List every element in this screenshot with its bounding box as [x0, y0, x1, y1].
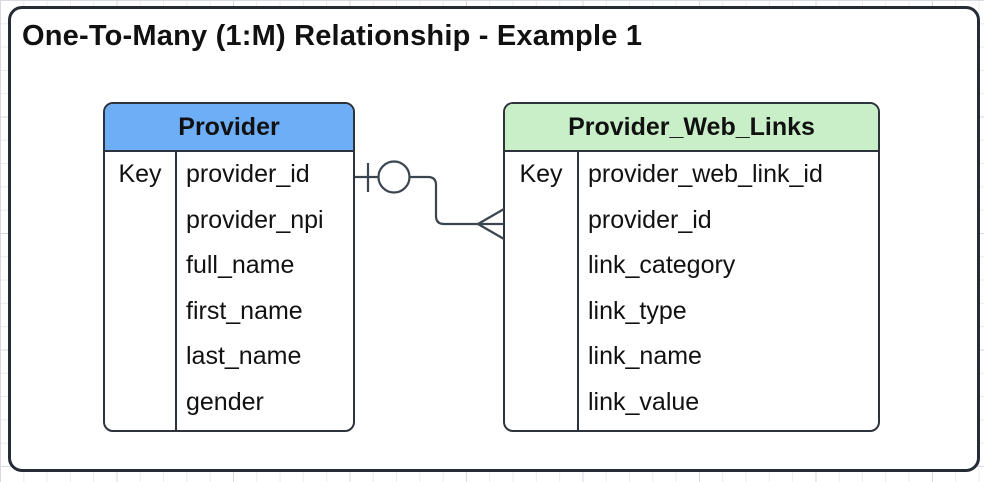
- field-row: link_type: [588, 296, 687, 325]
- crow-foot-many-symbol: [477, 208, 505, 240]
- field-row: full_name: [186, 251, 295, 280]
- provider-fields-column: provider_id provider_npi full_name first_na…: [177, 152, 353, 430]
- weblinks-table-body: Key provider_web_link_id provider_id link_…: [505, 152, 878, 430]
- field-row: provider_npi: [186, 205, 324, 234]
- field-row: provider_id: [588, 205, 712, 234]
- weblinks-fields-column: provider_web_link_id provider_id link_cate…: [579, 152, 878, 430]
- provider-table-header: Provider: [105, 104, 353, 152]
- weblinks-key-column: Key: [505, 152, 579, 430]
- ring-cardinality-symbol: [377, 160, 411, 194]
- field-row: link_category: [588, 251, 736, 280]
- field-row: provider_id: [186, 160, 310, 189]
- field-row: link_value: [588, 387, 700, 416]
- field-row: gender: [186, 387, 264, 416]
- field-row: link_name: [588, 342, 702, 371]
- relationship-connector: [355, 160, 505, 240]
- provider-key-column: Key: [105, 152, 177, 430]
- weblinks-key-label: Key: [519, 160, 563, 189]
- entity-table-provider-web-links: Provider_Web_Links Key provider_web_link…: [503, 102, 880, 432]
- provider-key-label: Key: [118, 160, 162, 189]
- diagram-title: One-To-Many (1:M) Relationship - Example…: [22, 20, 643, 52]
- connector-elbow-segment: [409, 175, 478, 226]
- weblinks-table-header: Provider_Web_Links: [505, 104, 878, 152]
- field-row: last_name: [186, 342, 302, 371]
- field-row: provider_web_link_id: [588, 160, 823, 189]
- field-row: first_name: [186, 296, 303, 325]
